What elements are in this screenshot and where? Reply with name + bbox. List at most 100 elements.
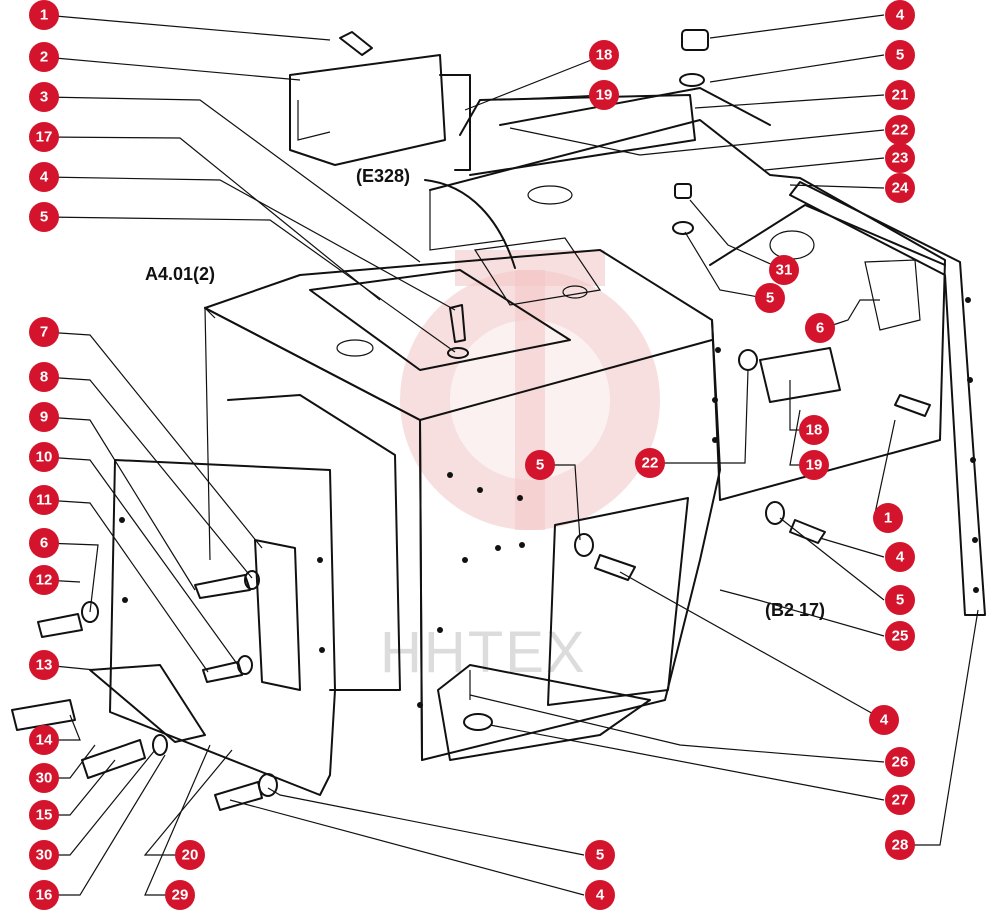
- svg-text:5: 5: [896, 592, 904, 609]
- callout-22: 22: [885, 115, 915, 145]
- svg-text:26: 26: [892, 754, 909, 771]
- callout-19: 19: [799, 450, 829, 480]
- svg-text:9: 9: [40, 409, 48, 426]
- callout-8: 8: [29, 362, 59, 392]
- svg-text:18: 18: [596, 47, 613, 64]
- callout-2: 2: [29, 42, 59, 72]
- callout-10: 10: [29, 442, 59, 472]
- rail-bracket: [789, 181, 986, 616]
- callout-5: 5: [525, 450, 555, 480]
- bracket-21: [459, 94, 696, 176]
- callout-19: 19: [589, 80, 619, 110]
- callout-1: 1: [29, 0, 59, 30]
- callout-30: 30: [29, 763, 59, 793]
- svg-text:28: 28: [892, 837, 909, 854]
- callout-4: 4: [869, 705, 899, 735]
- callout-3: 3: [29, 82, 59, 112]
- callout-15: 15: [29, 800, 59, 830]
- svg-text:4: 4: [880, 712, 889, 729]
- svg-text:30: 30: [36, 770, 53, 787]
- bracket-18: [439, 74, 471, 171]
- top-cover-plate: [289, 54, 446, 166]
- callout-1: 1: [873, 503, 903, 533]
- svg-text:22: 22: [892, 122, 909, 139]
- callout-7: 7: [29, 317, 59, 347]
- watermark-text: HHTEX: [380, 620, 587, 685]
- svg-text:4: 4: [896, 7, 905, 24]
- bolts: [11, 29, 931, 811]
- rear-top-housing: [429, 87, 946, 501]
- svg-text:27: 27: [892, 792, 909, 809]
- main-housing: [204, 237, 721, 761]
- callout-13: 13: [29, 650, 59, 680]
- callout-14: 14: [29, 725, 59, 755]
- callout-25: 25: [885, 621, 915, 651]
- svg-text:10: 10: [36, 449, 53, 466]
- callout-31: 31: [769, 255, 799, 285]
- svg-text:23: 23: [892, 150, 909, 167]
- callout-24: 24: [885, 173, 915, 203]
- callout-5: 5: [585, 840, 615, 870]
- callout-5: 5: [29, 202, 59, 232]
- callout-26: 26: [885, 747, 915, 777]
- callout-4: 4: [885, 0, 915, 30]
- svg-text:6: 6: [40, 535, 48, 552]
- callout-22: 22: [635, 448, 665, 478]
- svg-text:21: 21: [892, 87, 909, 104]
- callout-23: 23: [885, 143, 915, 173]
- svg-text:5: 5: [536, 457, 544, 474]
- svg-text:17: 17: [36, 129, 53, 146]
- svg-text:5: 5: [766, 290, 774, 307]
- svg-text:16: 16: [36, 887, 53, 904]
- svg-text:8: 8: [40, 369, 48, 386]
- svg-text:4: 4: [596, 887, 605, 904]
- svg-text:5: 5: [596, 847, 604, 864]
- svg-text:1: 1: [884, 510, 892, 527]
- callout-29: 29: [165, 880, 195, 910]
- callout-9: 9: [29, 402, 59, 432]
- svg-text:14: 14: [36, 732, 53, 749]
- callout-markers: 1 2 3 17 4 5 7 8 9 10 11 6 12 13 14 30 1…: [29, 0, 915, 910]
- callout-4: 4: [29, 162, 59, 192]
- svg-text:6: 6: [816, 320, 824, 337]
- svg-text:30: 30: [36, 847, 53, 864]
- callout-6: 6: [805, 313, 835, 343]
- callout-4: 4: [885, 542, 915, 572]
- left-side-plate: [89, 394, 401, 796]
- svg-text:2: 2: [40, 49, 48, 66]
- callout-16: 16: [29, 880, 59, 910]
- callout-12: 12: [29, 565, 59, 595]
- svg-text:12: 12: [36, 572, 53, 589]
- cable: [424, 179, 516, 269]
- callout-5: 5: [755, 283, 785, 313]
- svg-text:11: 11: [36, 492, 52, 509]
- callout-11: 11: [29, 485, 59, 515]
- svg-text:31: 31: [776, 262, 793, 279]
- svg-text:25: 25: [892, 628, 909, 645]
- svg-text:7: 7: [40, 324, 48, 341]
- svg-text:4: 4: [896, 549, 905, 566]
- callout-6: 6: [29, 528, 59, 558]
- callout-17: 17: [29, 122, 59, 152]
- svg-text:19: 19: [806, 457, 823, 474]
- leader-lines: [43, 14, 979, 896]
- svg-text:29: 29: [172, 887, 189, 904]
- svg-text:4: 4: [40, 169, 49, 186]
- ref-e328: (E328): [356, 166, 410, 186]
- svg-text:5: 5: [40, 209, 48, 226]
- callout-20: 20: [175, 840, 205, 870]
- callout-28: 28: [885, 830, 915, 860]
- svg-text:24: 24: [892, 180, 909, 197]
- callout-5: 5: [885, 40, 915, 70]
- svg-text:13: 13: [36, 657, 53, 674]
- callout-18: 18: [799, 415, 829, 445]
- svg-text:15: 15: [36, 807, 53, 824]
- callout-27: 27: [885, 785, 915, 815]
- svg-text:1: 1: [40, 7, 48, 24]
- callout-4: 4: [585, 880, 615, 910]
- svg-text:22: 22: [642, 455, 659, 472]
- ref-a401: A4.01(2): [145, 264, 215, 284]
- svg-text:18: 18: [806, 422, 823, 439]
- svg-text:20: 20: [182, 847, 199, 864]
